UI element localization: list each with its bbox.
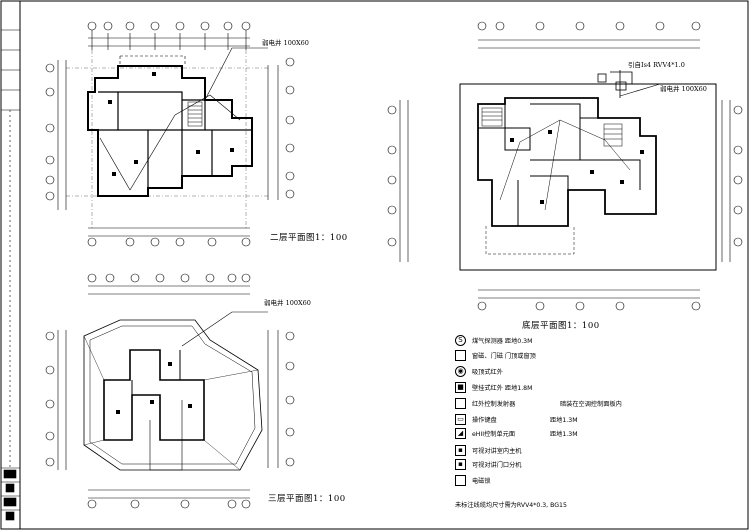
legend-label: eHII控制单元面 (472, 431, 516, 438)
legend-label: 煤气探测器 距地0.3M (472, 338, 533, 345)
cable-note: 未标注线缆均尺寸需为RVV4*0.3, BG15 (455, 502, 567, 509)
infrared-emitter-icon (455, 398, 466, 409)
left-title-strip (1, 29, 20, 521)
legend-extra: 距地1.3M (550, 417, 578, 424)
legend-label: 可视对讲门口分机 (472, 462, 522, 469)
second-floor-well-label: 弱电井 100X60 (262, 39, 309, 47)
third-floor-plan (45, 273, 295, 509)
legend-label: 壁挂式红外 距地1.8M (472, 385, 533, 392)
legend-extra: 距地1.3M (550, 431, 578, 438)
ground-floor-well-label: 弱电井 100X60 (660, 85, 707, 93)
ground-floor-caption: 底层平面图1：100 (522, 321, 600, 331)
keypad-icon: ▭ (455, 414, 466, 425)
legend-label: 吸顶式红外 (472, 369, 503, 376)
light-control-icon: ◢ (455, 428, 466, 439)
legend-label: 窗磁、门磁 门顶或窗顶 (472, 353, 536, 360)
electric-lock-icon (455, 475, 466, 486)
door-contact-icon (455, 350, 466, 361)
legend-label: 操作键盘 (472, 417, 497, 424)
legend-label: 电磁锁 (472, 478, 491, 485)
intercom-door-icon: ▪ (455, 459, 466, 470)
ceiling-infrared-icon: ◉ (455, 366, 466, 377)
smoke-detector-icon: S (455, 335, 466, 346)
intercom-main-icon: ▪ (455, 445, 466, 456)
legend-label: 红外控制发射器 (472, 401, 516, 408)
third-floor-caption: 三层平面图1：100 (268, 494, 346, 504)
third-floor-well-label: 弱电井 100X60 (264, 299, 311, 307)
legend-label: 可视对讲室内主机 (472, 448, 522, 455)
wall-infrared-icon: ■ (455, 382, 466, 393)
legend-extra: 暗装在空调控制面板内 (560, 401, 622, 408)
second-floor-plan (45, 21, 295, 247)
ground-floor-plan (387, 21, 743, 311)
second-floor-caption: 二层平面图1：100 (270, 233, 348, 243)
ground-floor-cable-label: 引自Is4 RVV4*1.0 (628, 61, 685, 69)
